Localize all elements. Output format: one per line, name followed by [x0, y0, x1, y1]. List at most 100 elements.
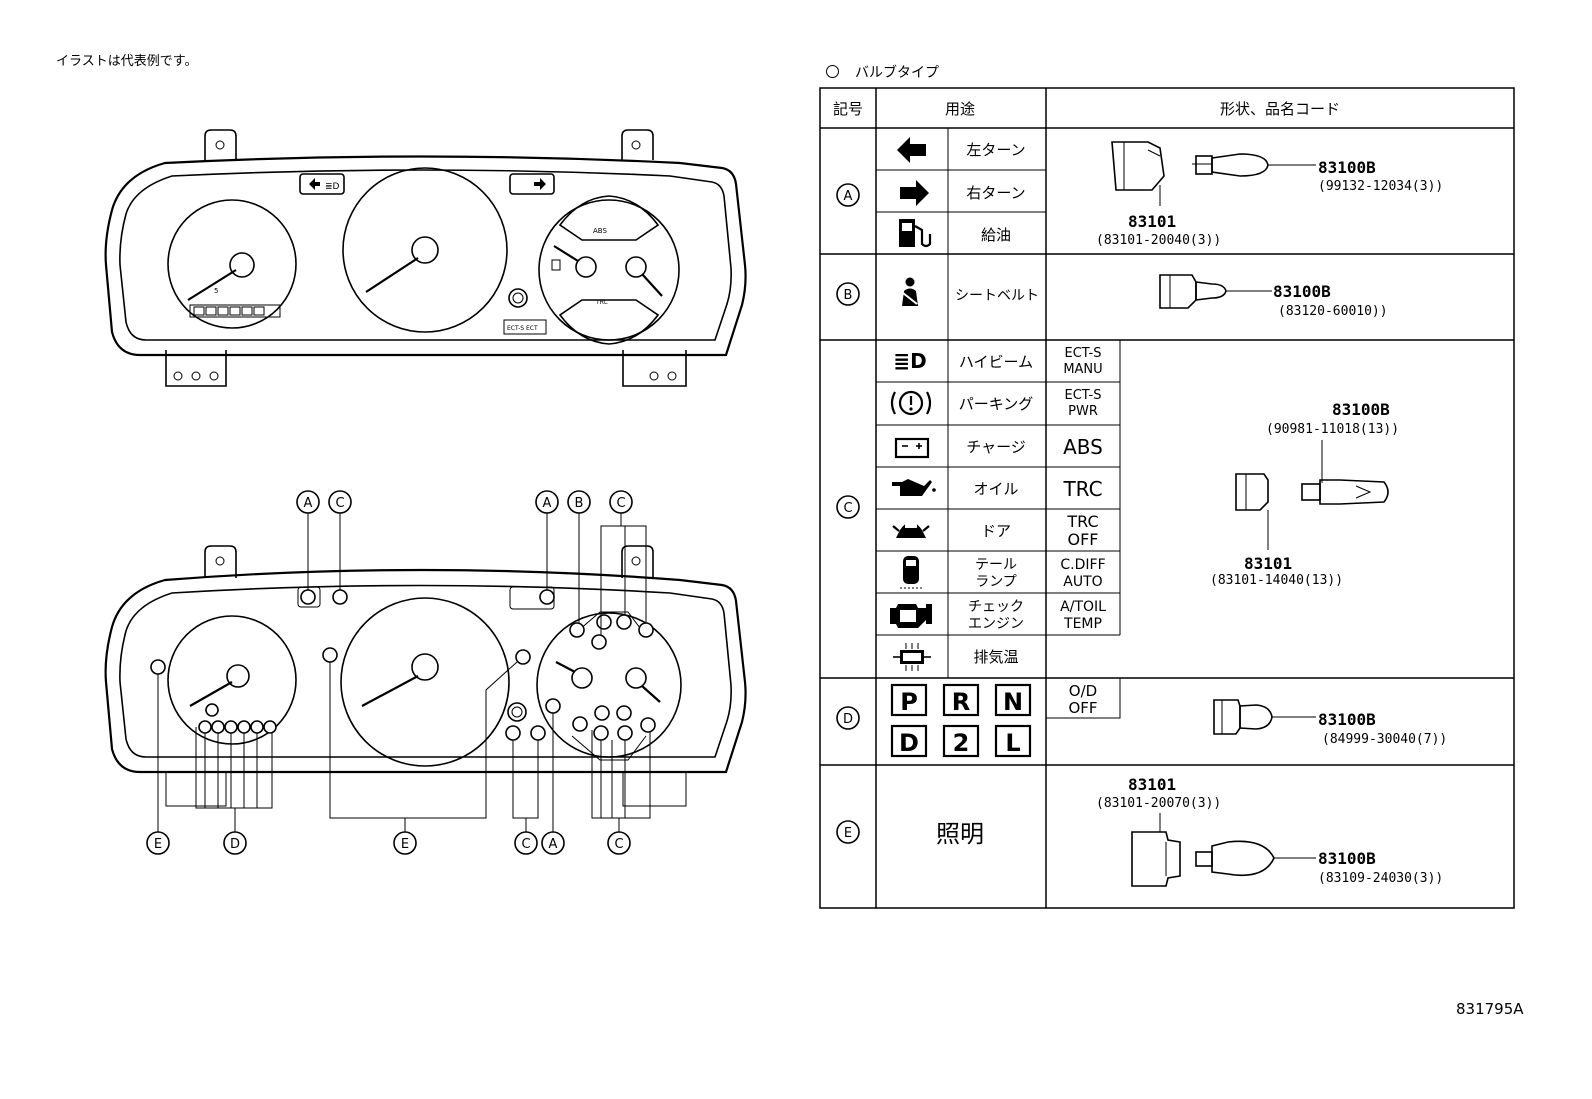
svg-text:O/D: O/D	[1069, 682, 1097, 700]
front-gauge-label: 5	[214, 287, 218, 295]
usage-right-turn: 右ターン	[966, 184, 1025, 202]
document-id: 831795A	[1456, 1000, 1524, 1018]
bulb-type-title: バルブタイプ	[826, 62, 939, 82]
row-e-bulb: 83100B	[1318, 849, 1376, 868]
svg-text:E: E	[401, 837, 409, 852]
callouts-top: A C A B C	[296, 490, 633, 514]
front-abs-label: ABS	[593, 227, 607, 235]
svg-text:ABS: ABS	[1063, 435, 1103, 459]
usage-check-engine: チェック エンジン	[968, 599, 1024, 632]
svg-text:OFF: OFF	[1068, 699, 1097, 717]
illustration-note: イラストは代表例です。	[56, 54, 198, 69]
row-a-socket-code: (83101-20040(3))	[1096, 233, 1221, 248]
svg-text:C: C	[335, 496, 344, 511]
usage-parking: パーキング	[959, 395, 1034, 413]
charge-icon	[894, 437, 930, 459]
svg-text:OFF: OFF	[1068, 530, 1099, 549]
seatbelt-icon	[902, 277, 918, 306]
circle-icon	[826, 65, 839, 78]
row-a-socket: 83101	[1128, 212, 1176, 231]
svg-text:D: D	[230, 837, 240, 852]
usage-left-turn: 左ターン	[966, 141, 1025, 159]
svg-text:N: N	[1003, 688, 1023, 716]
row-b-parts: 83100B (83120-60010))	[1159, 274, 1388, 319]
row-c-socket-code: (83101-14040(13))	[1210, 573, 1343, 588]
svg-text:B: B	[844, 288, 853, 303]
row-b-bulb: 83100B	[1273, 282, 1331, 301]
usage-tail-lamp-line1: テール	[975, 557, 1017, 573]
svg-text:C: C	[843, 501, 852, 516]
door-icon	[892, 521, 930, 538]
svg-text:C.DIFF: C.DIFF	[1060, 557, 1105, 573]
bulb-table: 記号 用途 形状、品名コード A B C D E 左ターン 右ターン 給油	[819, 87, 1515, 909]
bulb-type-title-text: バルブタイプ	[855, 65, 939, 81]
svg-text:ECT-S: ECT-S	[1065, 388, 1102, 403]
svg-text:B: B	[575, 496, 584, 511]
callouts-bottom: E D E C A C	[146, 831, 631, 855]
svg-text:R: R	[952, 688, 970, 716]
svg-text:L: L	[1005, 729, 1020, 757]
row-d-bulb: 83100B	[1318, 710, 1376, 729]
header-usage: 用途	[945, 100, 975, 118]
svg-text:E: E	[844, 826, 852, 841]
svg-text:E: E	[154, 837, 162, 852]
svg-text:MANU: MANU	[1063, 362, 1102, 377]
svg-text:A/TOIL: A/TOIL	[1060, 599, 1106, 615]
header-shape-code: 形状、品名コード	[1220, 100, 1340, 118]
svg-text:C: C	[616, 496, 625, 511]
cluster-back-view: A C A B C E D E C A C	[104, 490, 747, 855]
svg-text:TEMP: TEMP	[1063, 616, 1102, 632]
svg-text:2: 2	[953, 729, 970, 757]
front-trc-label: TRC	[595, 299, 608, 306]
row-e-socket: 83101	[1128, 775, 1176, 794]
svg-text:P: P	[900, 688, 918, 716]
row-e-bulb-code: (83109-24030(3))	[1318, 871, 1443, 886]
row-e-parts: 83101 (83101-20070(3)) 83100B (83109-240…	[1096, 775, 1443, 887]
usage-check-engine-line2: エンジン	[968, 616, 1024, 632]
oil-icon	[892, 479, 936, 496]
d-side-label: O/D OFF	[1068, 682, 1097, 717]
usage-door: ドア	[981, 522, 1011, 540]
svg-text:PWR: PWR	[1068, 404, 1098, 419]
check-engine-icon	[890, 604, 932, 628]
right-turn-icon	[900, 180, 929, 206]
usage-check-engine-line1: チェック	[968, 599, 1024, 615]
row-a-bulb: 83100B	[1318, 158, 1376, 177]
usage-charge: チャージ	[966, 438, 1026, 456]
back-bulb-sockets	[150, 586, 656, 741]
cluster-front-view: 5 ≣D ECT-S ECT ABS TRC	[104, 129, 747, 387]
svg-text:ECT-S ECT: ECT-S ECT	[507, 325, 538, 332]
usage-seatbelt: シートベルト	[955, 288, 1039, 304]
svg-text:D: D	[899, 729, 919, 757]
svg-text:C: C	[521, 837, 530, 852]
svg-text:TRC: TRC	[1066, 512, 1098, 531]
parking-brake-icon	[890, 390, 932, 416]
svg-text:C: C	[614, 837, 623, 852]
svg-text:A: A	[549, 837, 558, 852]
row-c-bulb: 83100B	[1332, 400, 1390, 419]
row-d-parts: 83100B (84999-30040(7))	[1213, 699, 1447, 747]
usage-exhaust-temp: 排気温	[973, 648, 1018, 666]
back-leader-lines	[157, 513, 651, 832]
header-symbol: 記号	[833, 100, 863, 118]
row-d-bulb-code: (84999-30040(7))	[1322, 732, 1447, 747]
usage-oil: オイル	[973, 480, 1018, 498]
usage-high-beam: ハイビーム	[959, 353, 1033, 371]
usage-tail-lamp: テール ランプ	[975, 557, 1017, 590]
row-a-bulb-code: (99132-12034(3))	[1318, 179, 1443, 194]
front-gear-strip	[193, 306, 265, 316]
row-c-socket: 83101	[1244, 554, 1292, 573]
fuel-icon	[899, 219, 932, 248]
svg-text:D: D	[843, 712, 853, 727]
row-b-bulb-code: (83120-60010))	[1278, 304, 1388, 319]
usage-tail-lamp-line2: ランプ	[975, 574, 1017, 590]
c-icons: ≣D	[890, 349, 936, 671]
svg-text:AUTO: AUTO	[1063, 574, 1102, 590]
gear-indicators: P R N D 2 L	[890, 683, 1032, 758]
row-c-bulb-code: (90981-11018(13))	[1266, 422, 1399, 437]
usage-illumination: 照明	[936, 820, 984, 848]
tail-lamp-icon	[900, 556, 922, 589]
svg-text:A: A	[304, 496, 313, 511]
